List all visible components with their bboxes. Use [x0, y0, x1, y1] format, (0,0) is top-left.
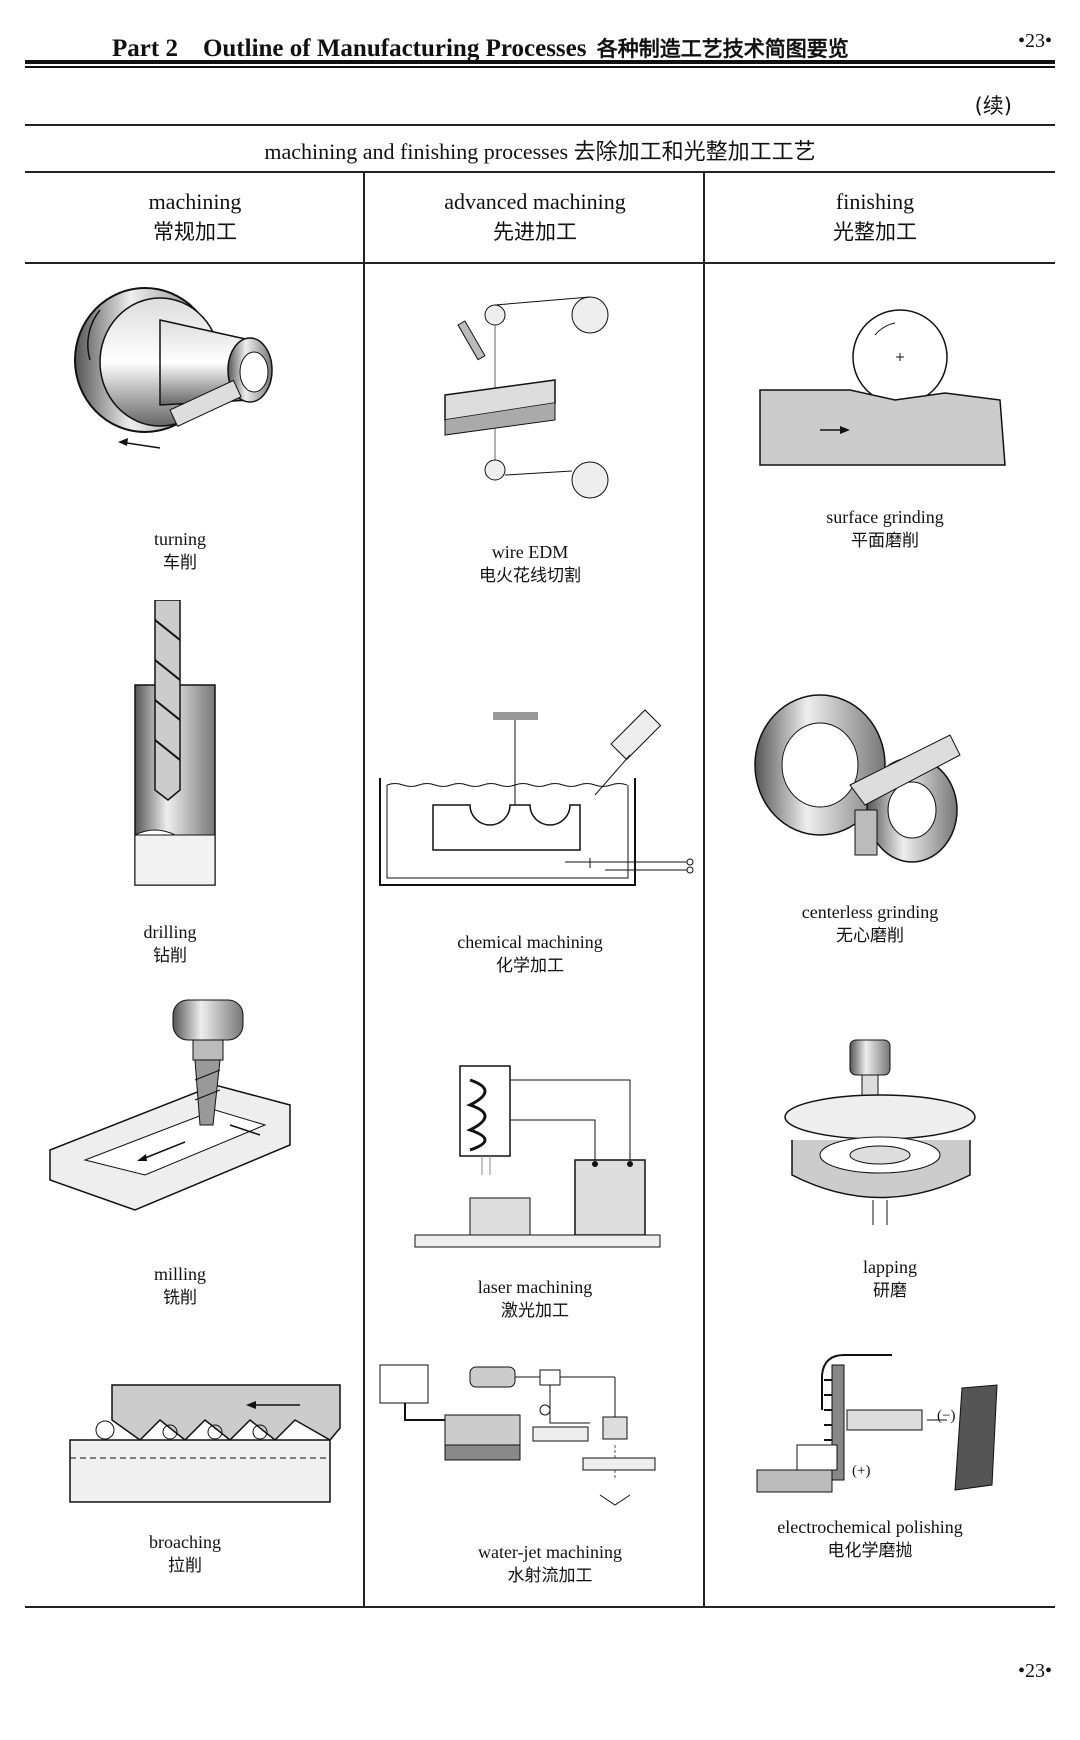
header-rule-thin: [25, 66, 1055, 68]
turning-caption: turning 车削: [50, 527, 310, 575]
caption-zh: 拉削: [168, 1556, 202, 1576]
section-title: machining and finishing processes 去除加工和光…: [264, 139, 816, 164]
table-top-rule: [25, 124, 1055, 126]
caption-zh: 平面磨削: [851, 531, 919, 551]
footer-page-number: •23•: [1017, 1660, 1052, 1682]
caption-zh: 激光加工: [501, 1301, 569, 1321]
caption-zh: 水射流加工: [507, 1566, 593, 1586]
page-header: Part 2 Outline of Manufacturing Processe…: [0, 0, 1080, 70]
caption-en: centerless grinding: [801, 902, 939, 922]
caption-en: lapping: [863, 1257, 917, 1277]
wire-edm-caption: wire EDM 电火花线切割: [400, 540, 660, 588]
milling-illustration: [49, 999, 291, 1211]
column-header-zh: 先进加工: [493, 220, 577, 244]
caption-en: laser machining: [477, 1277, 593, 1297]
header-page-number: •23•: [1017, 30, 1052, 52]
column-header-en: finishing: [835, 189, 915, 214]
column-divider-2: [703, 171, 705, 1606]
chemical-caption: chemical machining 化学加工: [400, 930, 660, 978]
centerless-caption: centerless grinding 无心磨削: [740, 900, 1000, 948]
caption-zh: 钻削: [153, 946, 187, 966]
column-header-advanced: advanced machining 先进加工: [365, 187, 705, 247]
broaching-caption: broaching 拉削: [55, 1530, 315, 1578]
header-row-rule: [25, 262, 1055, 264]
surface-grinding-illustration: [759, 309, 1006, 466]
plus-terminal-label: (+): [852, 1463, 870, 1479]
caption-zh: 无心磨削: [836, 926, 904, 946]
lapping-illustration: [784, 1039, 976, 1225]
caption-en: electrochemical polishing: [777, 1517, 963, 1537]
column-header-machining: machining 常规加工: [25, 187, 365, 247]
header-title-en: Part 2 Outline of Manufacturing Processe…: [112, 35, 587, 62]
drilling-illustration: [134, 600, 216, 886]
column-header-zh: 常规加工: [153, 220, 237, 244]
broaching-illustration: [69, 1384, 341, 1503]
caption-zh: 电化学磨抛: [827, 1541, 913, 1561]
waterjet-machining-illustration: [379, 1364, 656, 1506]
column-header-zh: 光整加工: [833, 220, 917, 244]
header-rule-thick: [25, 60, 1055, 64]
column-header-finishing: finishing 光整加工: [705, 187, 1045, 247]
ecp-caption: electrochemical polishing 电化学磨抛: [740, 1515, 1000, 1563]
caption-en: milling: [153, 1264, 206, 1284]
caption-en: broaching: [149, 1532, 221, 1552]
minus-terminal-label: (−): [937, 1408, 955, 1424]
caption-en: chemical machining: [457, 932, 603, 952]
laser-machining-illustration: [414, 1065, 661, 1248]
wire-edm-illustration: [444, 296, 609, 499]
column-header-en: advanced machining: [444, 189, 626, 214]
turning-illustration: [74, 287, 273, 449]
caption-en: wire EDM: [491, 542, 569, 562]
continued-label: (续): [974, 94, 1012, 118]
caption-en: water-jet machining: [477, 1542, 623, 1562]
lapping-caption: lapping 研磨: [760, 1255, 1020, 1303]
electrochemical-polishing-illustration: (−) (+): [756, 1354, 998, 1493]
caption-en: turning: [154, 529, 206, 549]
drilling-caption: drilling 钻削: [40, 920, 300, 968]
section-rule: [25, 171, 1055, 173]
caption-zh: 电火花线切割: [479, 566, 581, 586]
surface-grinding-caption: surface grinding 平面磨削: [755, 505, 1015, 553]
column-divider-1: [363, 171, 365, 1606]
header-title-zh: 各种制造工艺技术简图要览: [596, 37, 849, 61]
caption-en: surface grinding: [826, 507, 944, 527]
table-bottom-rule: [25, 1606, 1055, 1608]
caption-zh: 化学加工: [496, 956, 564, 976]
milling-caption: milling 铣削: [50, 1262, 310, 1310]
centerless-grinding-illustration: [754, 694, 961, 863]
chemical-machining-illustration: [379, 709, 694, 886]
laser-caption: laser machining 激光加工: [405, 1275, 665, 1323]
caption-zh: 车削: [163, 553, 197, 573]
header-title: Part 2 Outline of Manufacturing Processe…: [112, 28, 849, 64]
caption-en: drilling: [143, 922, 197, 942]
waterjet-caption: water-jet machining 水射流加工: [420, 1540, 680, 1588]
column-header-en: machining: [148, 189, 242, 214]
caption-zh: 研磨: [873, 1281, 907, 1301]
caption-zh: 铣削: [163, 1288, 197, 1308]
